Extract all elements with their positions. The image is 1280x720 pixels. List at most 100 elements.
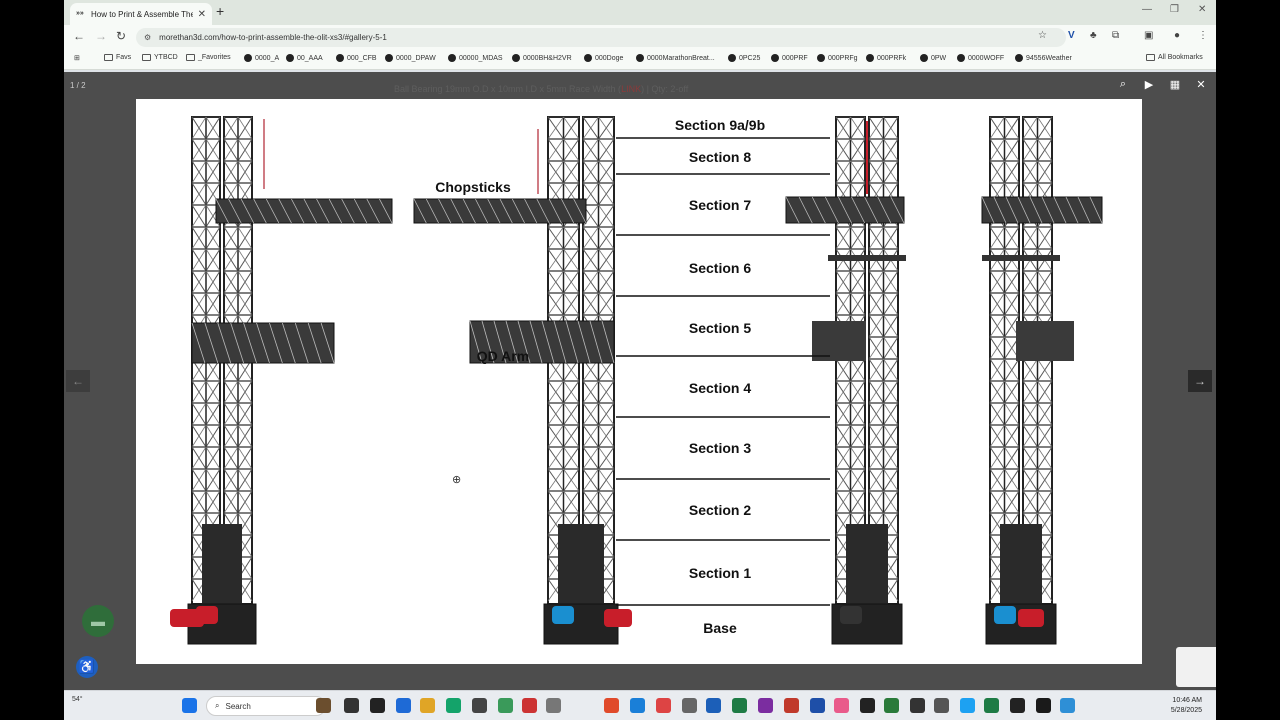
bookmark-item[interactable]: 0PW <box>920 54 946 62</box>
taskbar-app-icon[interactable] <box>732 698 747 713</box>
taskbar-app-icon[interactable] <box>370 698 385 713</box>
taskbar-app-icon[interactable] <box>1060 698 1075 713</box>
bookmark-item[interactable]: 000PRFk <box>866 54 906 62</box>
tower4-leg-right-brace <box>1037 424 1053 448</box>
tab-title: How to Print & Assemble The O <box>91 9 193 19</box>
bookmark-item[interactable]: All Bookmarks <box>1146 54 1203 61</box>
tab-close-icon[interactable]: ✕ <box>197 8 206 20</box>
previous-image-arrow-icon[interactable]: ← <box>66 370 90 392</box>
tower3-leg-left-brace <box>835 358 851 382</box>
tower1-qd-arm-truss <box>269 322 283 364</box>
taskbar-app-icon[interactable] <box>934 698 949 713</box>
browser-tab[interactable]: »» How to Print & Assemble The O ✕ <box>70 3 212 25</box>
bookmark-item[interactable]: 000_CFB <box>336 54 377 62</box>
bookmark-item[interactable]: 0000BH&H2VR <box>512 54 572 62</box>
tower3-leg-left-brace <box>835 160 851 184</box>
taskbar-app-icon[interactable] <box>604 698 619 713</box>
url-text: morethan3d.com/how-to-print-assemble-the… <box>159 33 387 42</box>
taskbar-app-icon[interactable] <box>1036 698 1051 713</box>
taskbar-app-icon[interactable] <box>420 698 435 713</box>
zoom-search-icon[interactable]: ⌕ <box>1119 78 1127 90</box>
bookmark-item[interactable]: 000PRF <box>771 54 808 62</box>
weather-widget[interactable]: 54° <box>72 696 83 703</box>
taskbar-app-icon[interactable] <box>472 698 487 713</box>
bookmark-item[interactable]: 00000_MDAS <box>448 54 503 62</box>
bookmark-favicon-icon <box>512 54 520 62</box>
tower4-leg-left-brace <box>989 358 1005 382</box>
close-window-icon[interactable]: ✕ <box>1198 4 1207 15</box>
taskbar-app-icon[interactable] <box>860 698 875 713</box>
tower1-leg-right-brace <box>237 116 253 140</box>
bookmark-item[interactable]: _Favorites <box>186 54 231 61</box>
menu-kebab-icon[interactable]: ⋮ <box>1198 30 1208 41</box>
taskbar-app-icon[interactable] <box>682 698 697 713</box>
slideshow-play-icon[interactable]: ▶ <box>1144 79 1154 91</box>
forward-arrow-icon[interactable]: → <box>95 29 107 43</box>
tower3-leg-right-brace <box>883 292 899 316</box>
bookmark-item[interactable]: 000Doge <box>584 54 623 62</box>
taskbar-search[interactable]: ⌕ Search <box>206 696 326 716</box>
bookmark-item[interactable]: 0000_DPAW <box>385 54 436 62</box>
tower1-leg-right-brace <box>223 270 239 294</box>
taskbar-app-icon[interactable] <box>316 698 331 713</box>
extensions-puzzle-icon[interactable]: ⧉ <box>1112 30 1120 41</box>
taskbar-app-icon[interactable] <box>630 698 645 713</box>
tower1-leg-left-brace <box>205 138 221 162</box>
reload-icon[interactable]: ↻ <box>116 29 127 43</box>
bookmark-item[interactable]: 000PRFg <box>817 54 858 62</box>
taskbar-app-icon[interactable] <box>498 698 513 713</box>
taskbar-app-icon[interactable] <box>446 698 461 713</box>
system-clock[interactable]: 10:46 AM 5/28/2025 <box>1171 696 1202 716</box>
taskbar-app-icon[interactable] <box>834 698 849 713</box>
bookmark-item[interactable]: Favs <box>104 54 131 61</box>
address-bar[interactable]: ⚙ morethan3d.com/how-to-print-assemble-t… <box>136 28 1066 47</box>
tower2-leg-right-brace <box>598 468 615 492</box>
minimize-icon[interactable]: — <box>1142 4 1152 15</box>
maximize-icon[interactable]: ❐ <box>1170 4 1179 15</box>
bookmark-item[interactable]: 0PC25 <box>728 54 760 62</box>
bookmark-item[interactable]: 0000MarathonBreat... <box>636 54 715 62</box>
taskbar-app-icon[interactable] <box>522 698 537 713</box>
taskbar-app-icon[interactable] <box>706 698 721 713</box>
lightbox-close-icon[interactable]: ✕ <box>1196 79 1206 91</box>
new-tab-button[interactable]: + <box>216 3 225 19</box>
tab-search-icon[interactable]: ▣ <box>1144 30 1154 41</box>
bookmark-item[interactable]: 00_AAA <box>286 54 323 62</box>
next-image-arrow-icon[interactable]: → <box>1188 370 1212 392</box>
bookmark-item[interactable]: 0000WOFF <box>957 54 1004 62</box>
bookmark-item[interactable]: YTBCD <box>142 54 178 61</box>
chopsticks-label: Chopsticks <box>435 179 511 195</box>
bookmark-item[interactable]: 94556Weather <box>1015 54 1072 62</box>
bookmark-favicon-icon <box>728 54 736 62</box>
profile-avatar-icon[interactable]: ● <box>1174 30 1181 41</box>
taskbar-app-icon[interactable] <box>758 698 773 713</box>
taskbar-app-icon[interactable] <box>810 698 825 713</box>
taskbar-app-icon[interactable] <box>344 698 359 713</box>
taskbar-app-icon[interactable] <box>984 698 999 713</box>
site-info-icon[interactable]: ⚙ <box>144 33 152 42</box>
accessibility-icon[interactable]: ♿ <box>76 656 98 678</box>
tower4-leg-right-brace <box>1037 138 1053 162</box>
thumbnails-grid-icon[interactable]: ▦ <box>1169 79 1181 91</box>
tower4-arm-rail <box>982 255 1060 261</box>
extension-v-icon[interactable]: V <box>1068 30 1075 41</box>
bookmark-star-icon[interactable]: ☆ <box>1038 30 1047 41</box>
tower2-qd-arm-truss <box>493 320 507 364</box>
apps-grid-icon[interactable]: ⊞ <box>74 55 80 62</box>
taskbar-app-icon[interactable] <box>910 698 925 713</box>
tower1-leg-right-brace <box>223 226 239 250</box>
tower2-leg-left-brace <box>563 446 580 470</box>
start-windows-icon[interactable] <box>182 698 197 713</box>
taskbar-app-icon[interactable] <box>656 698 671 713</box>
chat-bubble-icon[interactable]: ▬ <box>82 605 114 637</box>
back-arrow-icon[interactable]: ← <box>73 29 85 43</box>
taskbar-app-icon[interactable] <box>960 698 975 713</box>
taskbar-app-icon[interactable] <box>784 698 799 713</box>
taskbar-app-icon[interactable] <box>1010 698 1025 713</box>
taskbar-app-icon[interactable] <box>396 698 411 713</box>
taskbar-app-icon[interactable] <box>884 698 899 713</box>
bookmark-item[interactable]: 0000_A <box>244 54 279 62</box>
extension-tree-icon[interactable]: ♣ <box>1090 30 1097 41</box>
taskbar-app-icon[interactable] <box>546 698 561 713</box>
